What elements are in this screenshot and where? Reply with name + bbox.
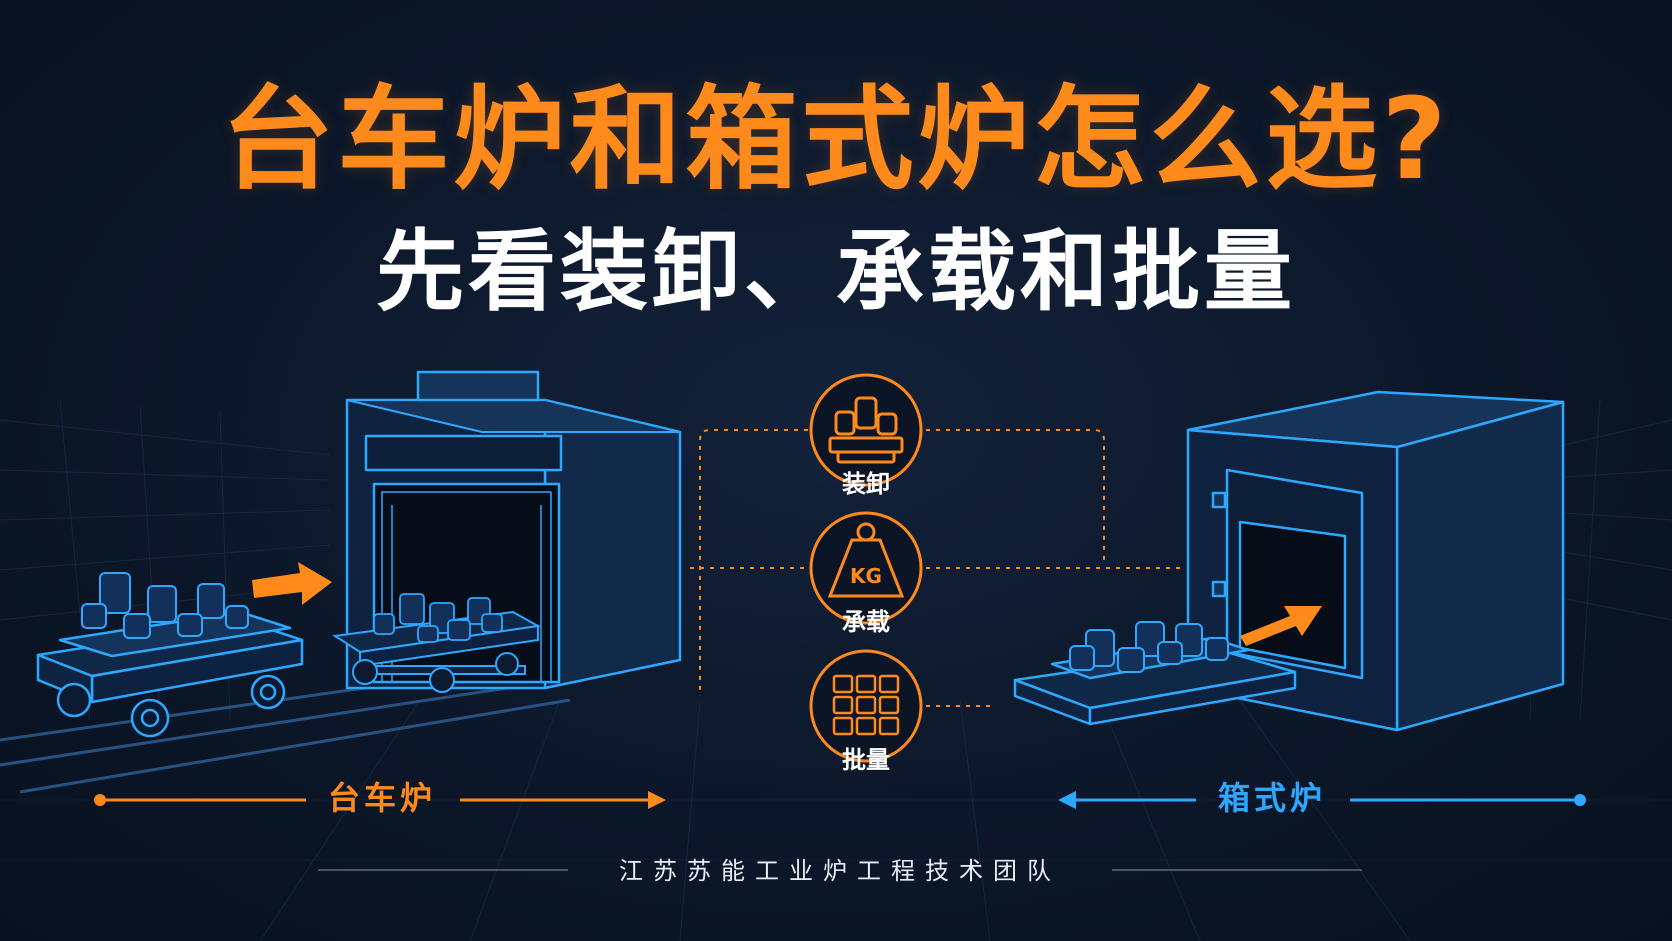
feature-label-batch: 批量 — [842, 746, 890, 774]
trolley-workpieces — [81, 572, 249, 639]
load-arrow-left — [252, 562, 332, 605]
dashed-connectors — [690, 429, 1180, 707]
trolley — [36, 610, 304, 738]
footer-credit: 江苏苏能工业炉工程技术团队 — [619, 857, 1061, 885]
left-furnace-label: 台车炉 — [328, 779, 437, 817]
weight-kg-icon: KG — [809, 511, 923, 625]
batch-grid-icon — [809, 649, 923, 763]
right-direction-line — [1058, 791, 1586, 809]
load-unload-icon — [809, 373, 923, 487]
weight-icon-text: KG — [850, 564, 882, 588]
furnace-cart-workpieces — [373, 593, 503, 643]
feature-label-capacity: 承载 — [842, 608, 890, 636]
box-furnace-tray — [1013, 636, 1297, 726]
page-title: 台车炉和箱式炉怎么选? — [221, 75, 1451, 205]
box-furnace — [1186, 390, 1565, 732]
left-direction-line — [94, 791, 666, 809]
page-subtitle: 先看装卸、承载和批量 — [375, 220, 1296, 323]
right-furnace-label: 箱式炉 — [1218, 779, 1327, 817]
box-furnace-workpieces — [1069, 621, 1229, 673]
background-grid — [0, 399, 1672, 941]
feature-label-load-unload: 装卸 — [842, 470, 890, 498]
load-arrow-right — [1240, 606, 1322, 646]
